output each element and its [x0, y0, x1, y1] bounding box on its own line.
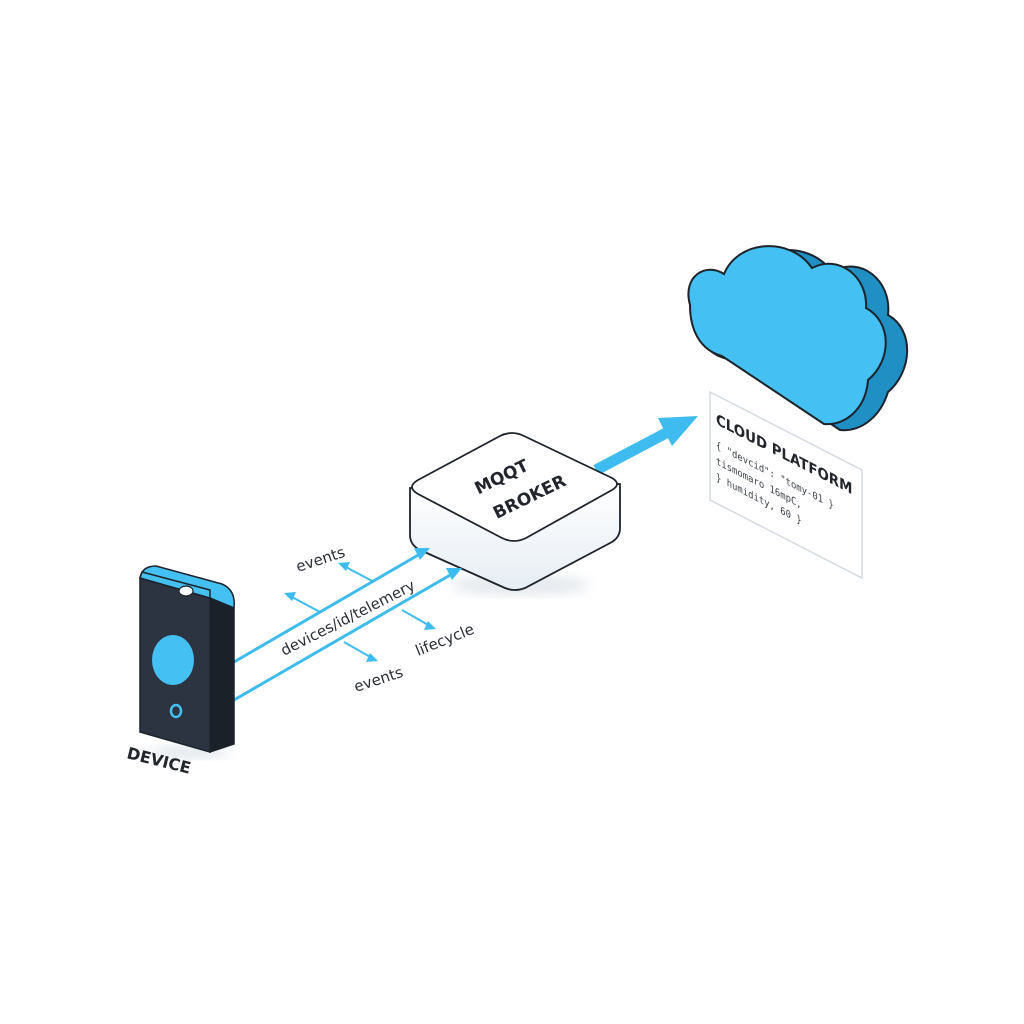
topic-lifecycle: lifecycle — [413, 620, 477, 660]
events-down-arrow — [343, 641, 378, 662]
events-up-left-arrow — [284, 592, 321, 613]
topic-branch-arrows — [284, 562, 436, 662]
device-icon — [139, 565, 235, 758]
mqtt-broker: MQQT BROKER — [409, 432, 621, 595]
topic-events-bottom: events — [352, 663, 406, 696]
topic-telemetry: devices/id/telemery — [278, 576, 418, 659]
broker-to-cloud-arrow — [593, 416, 698, 475]
device-screen — [152, 635, 194, 685]
events-up-right-arrow — [338, 562, 375, 583]
topic-events-top: events — [294, 543, 348, 576]
device-led — [178, 585, 194, 597]
cloud-platform-panel: CLOUD PLATFORM { "devcid": "tomy-01 } ti… — [709, 390, 863, 580]
device-broker-connection — [233, 548, 462, 702]
lifecycle-down-arrow — [401, 609, 436, 630]
cloud-icon — [687, 245, 909, 432]
device-status-ring — [169, 703, 183, 719]
